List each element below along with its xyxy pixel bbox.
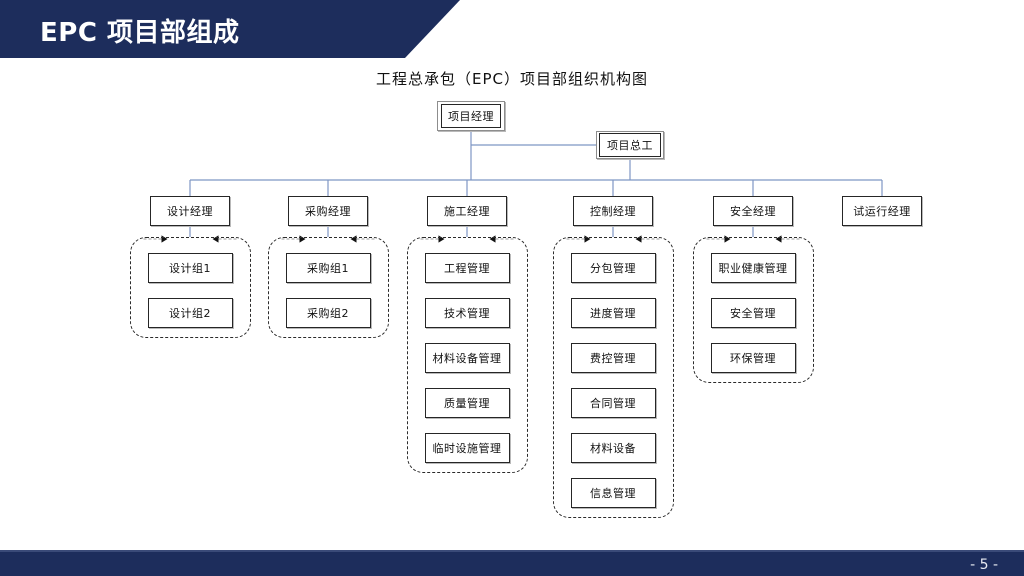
node-task-4-6: 信息管理: [570, 478, 656, 508]
node-task-3-2: 技术管理: [424, 298, 510, 328]
node-group-5: [692, 237, 814, 383]
header-banner: [0, 0, 460, 58]
node-manager-1: 设计经理: [150, 196, 230, 226]
node-task-3-5: 临时设施管理: [424, 433, 510, 463]
node-manager-2: 采购经理: [288, 196, 368, 226]
node-task-1-1: 设计组1: [147, 253, 233, 283]
node-task-5-1: 职业健康管理: [710, 253, 796, 283]
node-task-4-3: 费控管理: [570, 343, 656, 373]
node-manager-5: 安全经理: [713, 196, 793, 226]
node-group-2: [267, 237, 389, 338]
node-label: 项目经理: [441, 104, 501, 128]
page-title: EPC 项目部组成: [40, 18, 240, 48]
node-project-manager: 项目经理: [437, 101, 505, 131]
node-group-4: [552, 237, 674, 518]
node-task-5-3: 环保管理: [710, 343, 796, 373]
org-chart-title: 工程总承包（EPC）项目部组织机构图: [376, 70, 648, 88]
node-task-2-1: 采购组1: [285, 253, 371, 283]
node-task-4-1: 分包管理: [570, 253, 656, 283]
header-divider: [0, 58, 1024, 59]
footer-divider: [0, 550, 1024, 552]
node-group-1: [129, 237, 251, 338]
node-label: 项目总工: [599, 133, 661, 157]
node-task-4-4: 合同管理: [570, 388, 656, 418]
node-task-5-2: 安全管理: [710, 298, 796, 328]
node-task-3-4: 质量管理: [424, 388, 510, 418]
node-task-3-3: 材料设备管理: [424, 343, 510, 373]
node-manager-6: 试运行经理: [842, 196, 922, 226]
node-task-4-2: 进度管理: [570, 298, 656, 328]
node-group-3: [406, 237, 528, 473]
node-chief-engineer: 项目总工: [596, 131, 664, 159]
node-task-4-5: 材料设备: [570, 433, 656, 463]
page-number: - 5 -: [970, 557, 998, 573]
node-task-1-2: 设计组2: [147, 298, 233, 328]
footer-banner: [0, 552, 1024, 576]
node-task-3-1: 工程管理: [424, 253, 510, 283]
node-task-2-2: 采购组2: [285, 298, 371, 328]
node-manager-3: 施工经理: [427, 196, 507, 226]
node-manager-4: 控制经理: [573, 196, 653, 226]
